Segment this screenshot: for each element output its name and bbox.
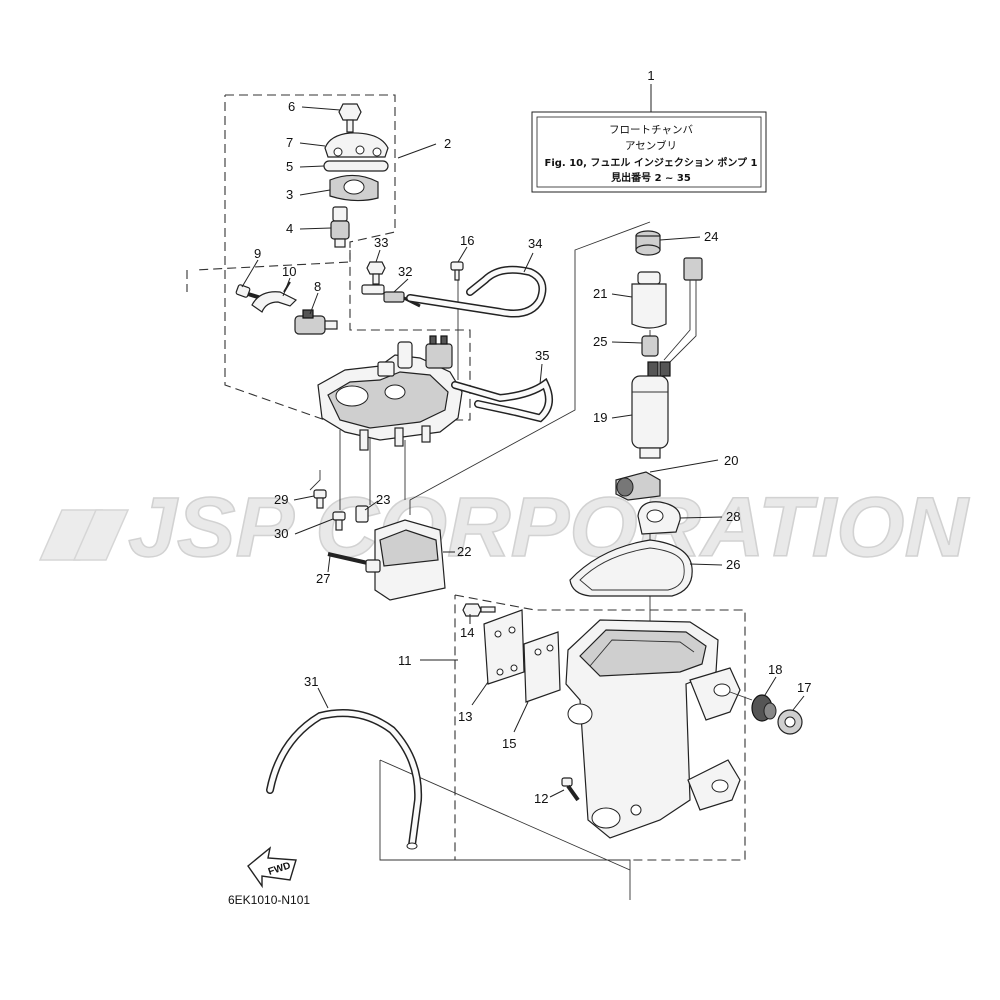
callout-12: 12	[534, 791, 548, 806]
part-3-grommet	[329, 174, 379, 202]
callout-leaders	[241, 106, 805, 798]
callout-30: 30	[274, 526, 288, 541]
part-13-plate	[483, 609, 525, 685]
part-14-screw	[462, 603, 496, 617]
callout-24: 24	[704, 229, 718, 244]
callout-21: 21	[593, 286, 607, 301]
callout-6: 6	[288, 99, 295, 114]
callout-20: 20	[724, 453, 738, 468]
callout-5: 5	[286, 159, 293, 174]
callout-11: 11	[398, 653, 412, 668]
callout-9: 9	[254, 246, 261, 261]
part-21-filter	[631, 271, 667, 329]
part-20-filter	[615, 471, 661, 501]
callout-14: 14	[460, 625, 474, 640]
part-16-screw	[450, 261, 464, 281]
callout-34: 34	[528, 236, 542, 251]
callout-18: 18	[768, 662, 782, 677]
part-30-bolt	[332, 511, 346, 531]
part-24-grommet	[635, 230, 661, 256]
diagram-code: 6EK1010-N101	[228, 893, 310, 907]
part-6-screw	[338, 103, 362, 133]
part-35-hose	[451, 377, 553, 423]
callout-16: 16	[460, 233, 474, 248]
callout-31: 31	[304, 674, 318, 689]
assembly-reference-box: フロートチャンバ アセンブリ Fig. 10, フュエル インジェクション ポン…	[531, 84, 767, 193]
part-25-strainer	[641, 335, 659, 357]
part-18-grommet	[729, 691, 777, 722]
assembly-name-line1: フロートチャンバ	[609, 124, 693, 136]
part-10-bracket	[251, 281, 298, 313]
callout-32: 32	[398, 264, 412, 279]
part-31-hose	[266, 709, 423, 850]
callout-29: 29	[274, 492, 288, 507]
callout-19: 19	[593, 410, 607, 425]
forward-direction-arrow: FWD	[247, 846, 297, 889]
part-11-float-chamber	[565, 619, 741, 839]
part-17-plug	[777, 709, 803, 735]
callout-22: 22	[457, 544, 471, 559]
watermark-text: JSP CORPORATION	[128, 480, 970, 574]
assembly-figure-ref: Fig. 10, フュエル インジェクション ポンプ 1	[545, 156, 758, 169]
callout-15: 15	[502, 736, 516, 751]
callout-26: 26	[726, 557, 740, 572]
callout-23: 23	[376, 492, 390, 507]
pump-group-outline	[186, 94, 471, 421]
float-chamber-group-outline	[454, 594, 746, 861]
callout-13: 13	[458, 709, 472, 724]
callout-10: 10	[282, 264, 296, 279]
part-28-bracket	[637, 501, 681, 535]
part-12-bolt	[561, 777, 580, 802]
callout-8: 8	[314, 279, 321, 294]
callout-33: 33	[374, 235, 388, 250]
assembly-index-range: 見出番号 2 ~ 35	[610, 171, 691, 184]
watermark: JSP CORPORATION	[38, 479, 971, 575]
callout-7: 7	[286, 135, 293, 150]
callout-35: 35	[535, 348, 549, 363]
callout-28: 28	[726, 509, 740, 524]
callout-1: 1	[647, 68, 654, 83]
part-26-gasket	[569, 539, 693, 597]
part-4-injector	[330, 206, 350, 248]
part-27-bolt	[327, 552, 381, 573]
pump-housing	[317, 335, 463, 451]
callout-27: 27	[316, 571, 330, 586]
callout-25: 25	[593, 334, 607, 349]
callout-numbers: 1 2 3 4 5 6 7 8 9 10 11 12 13 14 15 16 1…	[254, 68, 811, 806]
assembly-name-line2: アセンブリ	[625, 139, 677, 152]
part-5-gasket	[323, 160, 389, 172]
part-19-fuel-pump	[631, 361, 671, 459]
part-7-clamp-plate	[324, 132, 389, 158]
part-23-collar	[355, 505, 369, 523]
callout-3: 3	[286, 187, 293, 202]
pump-wire-harness	[663, 257, 703, 365]
part-33-screw	[366, 261, 386, 285]
callout-2: 2	[444, 136, 451, 151]
part-8-sensor	[294, 309, 338, 335]
part-34-hose	[406, 265, 547, 318]
part-15-gasket	[523, 631, 561, 703]
part-22-cover	[374, 519, 446, 601]
part-29-bolt	[313, 489, 327, 509]
callout-17: 17	[797, 680, 811, 695]
callout-4: 4	[286, 221, 293, 236]
